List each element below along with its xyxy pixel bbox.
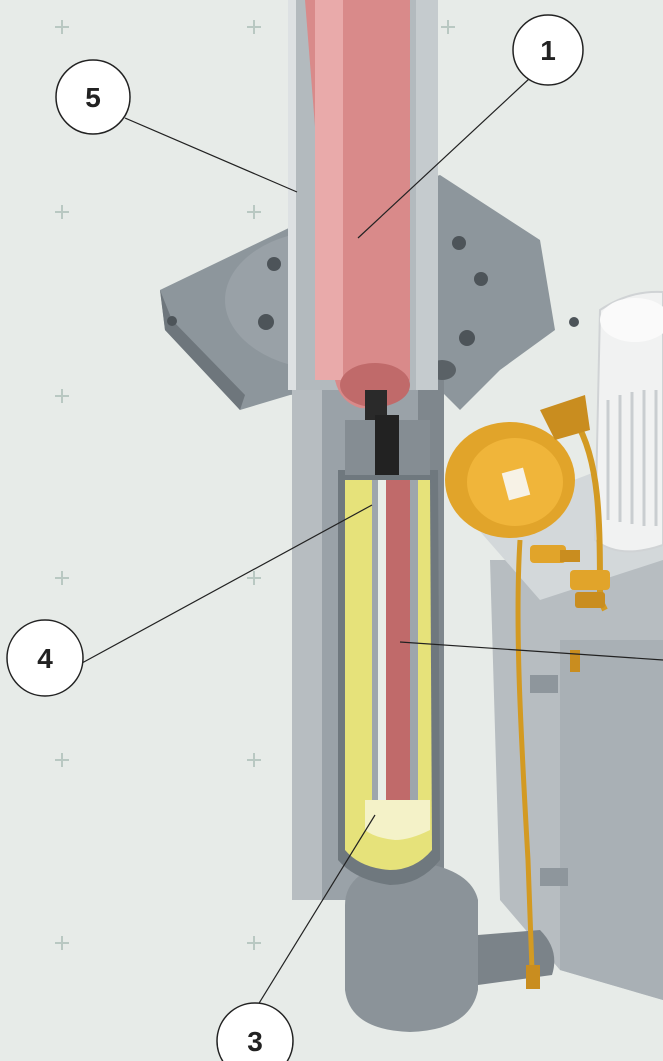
base-flange [478,930,555,985]
callout-5: 5 [55,59,131,135]
brass-fitting [570,650,580,672]
plunger-bottom-cap [340,363,410,407]
motor-top-cap [600,298,663,342]
callout-label-4: 4 [37,643,53,674]
grid-plus-marker [55,753,69,767]
grid-plus-marker [247,205,261,219]
leader-line-1 [357,77,531,239]
grid-markers [55,20,455,950]
leader-line-3 [252,814,376,1014]
grid-plus-marker [247,20,261,34]
reel-bracket [540,395,590,440]
motor-fins [606,390,658,526]
chamber-bottom [365,800,430,840]
grid-plus-marker [55,389,69,403]
power-unit [470,290,663,1000]
oil-chamber-cutaway [338,415,440,885]
flange-plate-edge [160,290,245,410]
bolt-hole [569,317,579,327]
reel-label [501,467,531,501]
grid-plus-marker [55,20,69,34]
leader-line-5 [124,117,298,193]
hose-reel-assembly [445,395,610,989]
callout-3: 3 [216,1002,294,1061]
inner-tube-gap [378,480,386,810]
barrel-base [345,860,478,1032]
grid-plus-marker [247,936,261,950]
bolt-hole [474,272,488,286]
tank-front-shade [560,640,663,1000]
bolt-hole [267,257,281,271]
brass-fitting [530,545,580,563]
brass-fitting [570,570,610,608]
grid-plus-marker [441,20,455,34]
callout-label-1: 1 [540,35,556,66]
hose-line [515,539,535,971]
plunger-highlight [315,0,343,380]
leader-lines [81,77,663,1014]
plunger-cutaway [305,0,410,470]
callout-1: 1 [512,14,584,86]
inner-tube-core [386,480,410,810]
grid-plus-marker [55,205,69,219]
callout-label-3: 3 [247,1026,263,1057]
barrel-shade-left [292,380,322,900]
callout-label-5: 5 [85,82,101,113]
bolt-hole [459,330,475,346]
tank-bracket [530,675,558,693]
grid-plus-marker [55,936,69,950]
callout-4: 4 [6,619,84,697]
bolt-hole [258,314,274,330]
grid-plus-marker [247,571,261,585]
grid-plus-marker [247,753,261,767]
bolt-hole [167,316,177,326]
electric-motor [593,290,663,553]
gland-seal [375,415,399,475]
leader-line-4 [81,504,373,664]
hose-end-fitting [526,965,540,989]
bolt-hole [452,236,466,250]
tank-bracket [540,868,568,886]
grid-plus-marker [55,571,69,585]
leader-line-2 [399,641,663,661]
